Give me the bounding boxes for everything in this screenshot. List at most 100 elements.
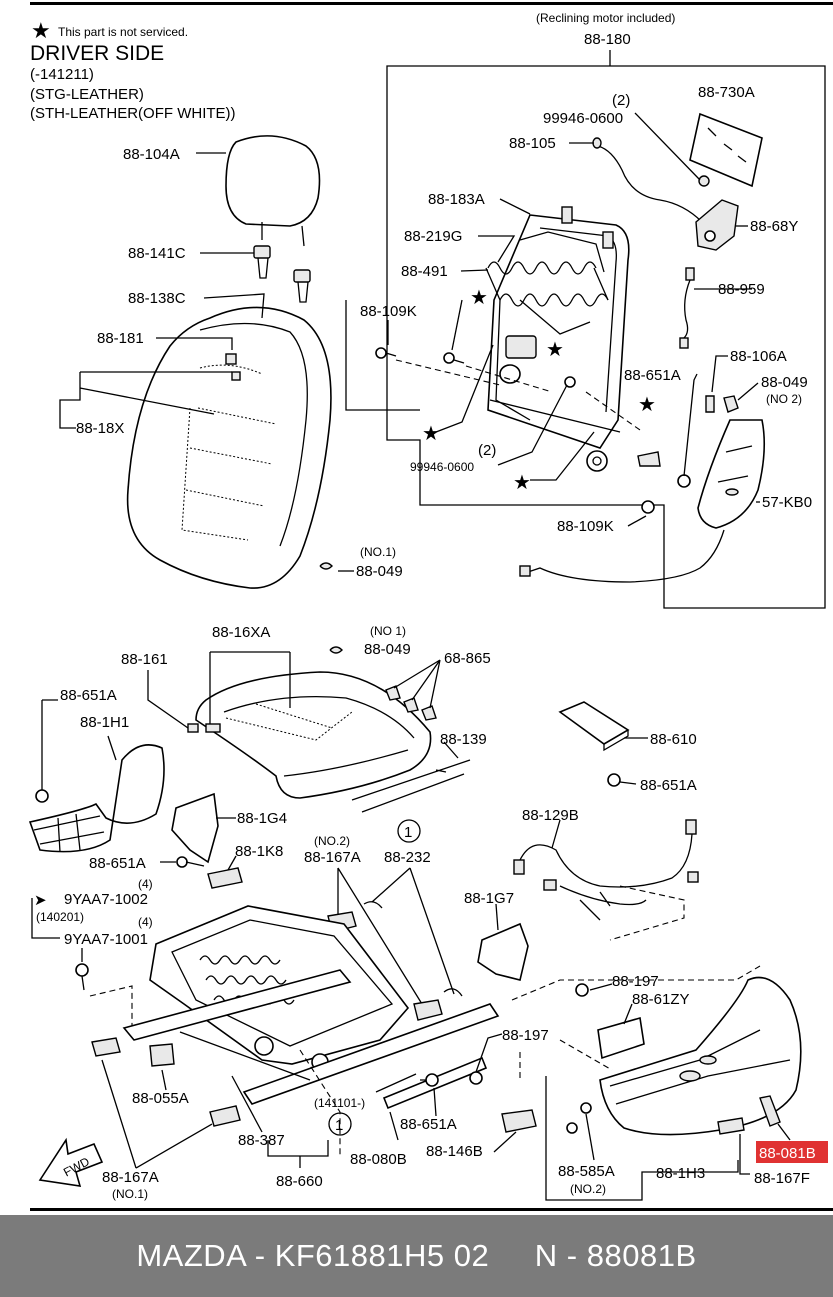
recliner-motor [499, 335, 608, 472]
callout-88-197-lower[interactable]: 88-197 [502, 1027, 549, 1044]
clip-88-232-b [443, 988, 463, 997]
callout-9YAA7-1001[interactable]: 9YAA7-1001 [64, 931, 148, 948]
callout-88-055A[interactable]: 88-055A [132, 1090, 189, 1107]
star-icon: ★ [422, 421, 440, 445]
callout-9YAA7-1002[interactable]: 9YAA7-1002 [64, 891, 148, 908]
nut-99946-0600 [564, 376, 576, 388]
callout-88-146B[interactable]: 88-146B [426, 1143, 483, 1160]
guide-88-141C [253, 245, 271, 279]
reclining-note: (Reclining motor included) [536, 11, 675, 25]
bolt-88-651A-mid [176, 856, 188, 868]
arrow-icon: ➤ [34, 892, 47, 909]
highlight-box [756, 1141, 828, 1163]
callout-88-167F[interactable]: 88-167F [754, 1170, 810, 1187]
callout-88-18X[interactable]: 88-18X [76, 420, 124, 437]
harness-88-959 [683, 279, 691, 339]
seat-rail-88-660-left [122, 969, 352, 1041]
callout-88-180[interactable]: 88-180 [584, 31, 631, 48]
no1-label-back: (NO.1) [360, 545, 396, 559]
callout-88-167A-upper[interactable]: 88-167A [304, 849, 361, 866]
callout-88-610[interactable]: 88-610 [650, 731, 697, 748]
callout-88-129B[interactable]: 88-129B [522, 807, 579, 824]
callout-88-651A-left[interactable]: 88-651A [60, 687, 117, 704]
callout-88-161[interactable]: 88-161 [121, 651, 168, 668]
callout-88-049-top[interactable]: 88-049 [364, 641, 411, 658]
callout-88-081B[interactable]: 88-081B [759, 1145, 816, 1162]
callout-88-109K-lower[interactable]: 88-109K [557, 518, 614, 535]
lumbar-adjuster [695, 199, 739, 251]
star-icon: ★ [546, 337, 564, 361]
clip-88-049-no2 [723, 395, 739, 413]
qty-4-label-2: (4) [138, 915, 153, 929]
callout-88-105[interactable]: 88-105 [509, 135, 556, 152]
circle-1-lower: 1 [335, 1117, 343, 1134]
qty-4-label-1: (4) [138, 877, 153, 891]
callout-88-049-back[interactable]: 88-049 [356, 563, 403, 580]
switch-88-61ZY [597, 1016, 645, 1060]
callout-88-181[interactable]: 88-181 [97, 330, 144, 347]
callout-88-491[interactable]: 88-491 [401, 263, 448, 280]
callout-88-141C[interactable]: 88-141C [128, 245, 186, 262]
callout-88-219G[interactable]: 88-219G [404, 228, 462, 245]
star-icon: ★ [31, 19, 51, 44]
callout-99946-0600-lower[interactable]: 99946-0600 [410, 460, 474, 474]
callout-88-959[interactable]: 88-959 [718, 281, 765, 298]
callout-88-387[interactable]: 88-387 [238, 1132, 285, 1149]
callout-57-KB0[interactable]: 57-KB0 [762, 494, 812, 511]
callout-88-1G4[interactable]: 88-1G4 [237, 810, 287, 827]
lumbar-spring [487, 261, 609, 307]
callout-88-197-upper[interactable]: 88-197 [612, 973, 659, 990]
seat-parts-diagram: ★ This part is not serviced. DRIVER SIDE… [28, 11, 828, 1201]
callout-88-651A-upper[interactable]: 88-651A [624, 367, 681, 384]
tag-88-730A [689, 112, 763, 188]
callout-88-1K8[interactable]: 88-1K8 [235, 843, 283, 860]
no2-label-bottom: (NO.2) [570, 1182, 606, 1196]
callout-88-167A-lower[interactable]: 88-167A [102, 1169, 159, 1186]
callout-88-16XA[interactable]: 88-16XA [212, 624, 270, 641]
no1-label-top: (NO 1) [370, 624, 406, 638]
star-icon: ★ [470, 285, 488, 309]
callout-88-730A[interactable]: 88-730A [698, 84, 755, 101]
callout-88-651A-mid[interactable]: 88-651A [89, 855, 146, 872]
clips-68-865 [385, 685, 437, 721]
callout-88-049-right[interactable]: 88-049 [761, 374, 808, 391]
connector-88-055A [149, 1043, 175, 1067]
no1-label-bottom: (NO.1) [112, 1187, 148, 1201]
condition-1: (-141211) [30, 66, 94, 83]
callout-99946-0600-top[interactable]: 99946-0600 [543, 110, 623, 127]
cable-88-105 [597, 145, 713, 229]
callout-88-183A[interactable]: 88-183A [428, 191, 485, 208]
clip-88-1K8 [207, 867, 243, 889]
guide-88-138C [293, 269, 311, 303]
callout-88-585A[interactable]: 88-585A [558, 1163, 615, 1180]
bolt-88-197-upper [575, 983, 589, 997]
callout-88-104A[interactable]: 88-104A [123, 146, 180, 163]
bolt-88-651A-right [607, 773, 621, 787]
callout-88-68Y[interactable]: 88-68Y [750, 218, 798, 235]
callout-88-106A[interactable]: 88-106A [730, 348, 787, 365]
callout-88-61ZY[interactable]: 88-61ZY [632, 991, 690, 1008]
controller-88-610 [558, 701, 630, 752]
callout-88-660[interactable]: 88-660 [276, 1173, 323, 1190]
circle-1-upper: 1 [404, 824, 412, 841]
callout-88-1H3[interactable]: 88-1H3 [656, 1165, 705, 1182]
callout-88-232[interactable]: 88-232 [384, 849, 431, 866]
star-note: This part is not serviced. [58, 25, 188, 39]
bolt-88-651A-left [35, 789, 49, 803]
bolt-88-197-lower [469, 1071, 483, 1085]
callout-88-139[interactable]: 88-139 [440, 731, 487, 748]
callout-88-651A-bottom[interactable]: 88-651A [400, 1116, 457, 1133]
callout-88-651A-right[interactable]: 88-651A [640, 777, 697, 794]
callout-88-1G7[interactable]: 88-1G7 [464, 890, 514, 907]
callout-68-865[interactable]: 68-865 [444, 650, 491, 667]
bolt-88-651A-bottom [425, 1073, 439, 1087]
seatback-group-box [345, 300, 420, 411]
callout-88-109K-upper[interactable]: 88-109K [360, 303, 417, 320]
cap-88-081B [759, 1095, 781, 1127]
qty-2-label-lower: (2) [478, 442, 496, 459]
callout-88-138C[interactable]: 88-138C [128, 290, 186, 307]
no2-label-mid: (NO.2) [314, 834, 350, 848]
callout-88-1H1[interactable]: 88-1H1 [80, 714, 129, 731]
condition-3: (STH-LEATHER(OFF WHITE)) [30, 105, 236, 122]
callout-88-080B[interactable]: 88-080B [350, 1151, 407, 1168]
